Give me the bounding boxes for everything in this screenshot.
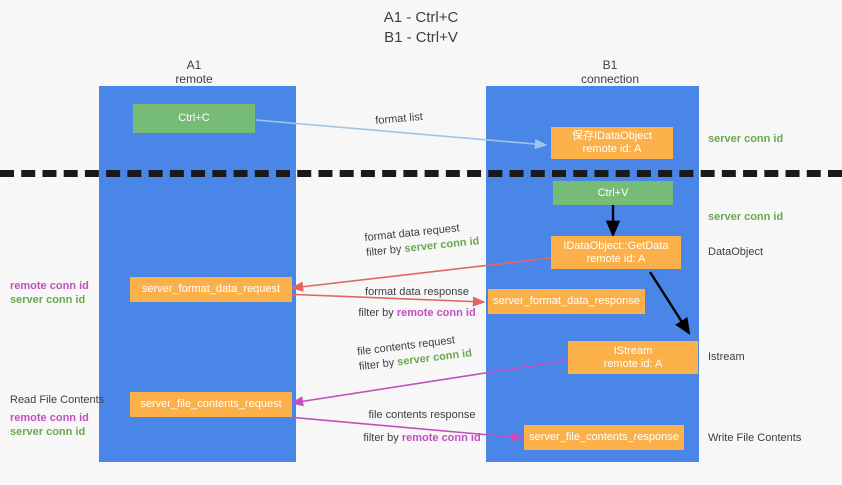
box-server-format-data-response[interactable]: server_format_data_response	[488, 289, 645, 314]
left-label-server-conn-id-upper: server conn id	[10, 294, 86, 306]
column-a1-role: remote	[175, 72, 213, 86]
box-istream-line2: remote id: A	[603, 357, 663, 370]
box-idataobject-getdata-line1: IDataObject::GetData	[563, 239, 669, 252]
box-ctrl-v-label: Ctrl+V	[597, 186, 629, 199]
edge-label-format-list: format list	[375, 110, 424, 129]
phase-divider	[0, 170, 842, 177]
edge-label-format-data-response-line1: format data response	[365, 286, 469, 298]
filter-by-prefix: filter by	[358, 356, 398, 374]
edge-label-file-contents-response: file contents response filter by remote …	[347, 408, 497, 446]
edge-label-format-list-text: format list	[374, 110, 424, 128]
box-save-idataobject-line2: remote id: A	[582, 143, 642, 155]
edge-label-file-contents-response-line2: filter by remote conn id	[347, 431, 497, 446]
left-label-read-file-contents: Read File Contents	[10, 394, 105, 406]
column-b1-role: connection	[580, 72, 640, 86]
box-istream-line1: IStream	[613, 344, 653, 357]
column-header-a1: A1 remote	[94, 58, 294, 86]
box-save-idataobject[interactable]: 保存IDataObject remote id: A	[551, 127, 673, 159]
box-server-format-data-response-label: server_format_data_response	[493, 295, 640, 307]
edge-label-format-data-response-line2: filter by remote conn id	[337, 306, 497, 321]
box-server-file-contents-response-label: server_file_contents_response	[529, 431, 679, 443]
left-label-remote-conn-id-upper: remote conn id	[10, 280, 89, 292]
filter-key-remote-conn-id: remote conn id	[401, 432, 481, 444]
diagram-title: A1 - Ctrl+C B1 - Ctrl+V	[0, 8, 842, 48]
edge-label-format-data-request: format data request filter by server con…	[364, 219, 480, 261]
filter-by-prefix: filter by	[363, 432, 402, 444]
filter-key-remote-conn-id: remote conn id	[396, 307, 476, 319]
column-b1-name: B1	[602, 58, 618, 72]
box-ctrl-v[interactable]: Ctrl+V	[553, 181, 673, 205]
box-istream[interactable]: IStream remote id: A	[568, 341, 698, 374]
right-label-istream: Istream	[708, 351, 745, 363]
box-idataobject-getdata[interactable]: IDataObject::GetData remote id: A	[551, 236, 681, 269]
box-server-file-contents-response[interactable]: server_file_contents_response	[524, 425, 684, 450]
box-ctrl-c[interactable]: Ctrl+C	[133, 104, 255, 133]
edge-label-file-contents-response-line1: file contents response	[368, 409, 476, 421]
box-idataobject-getdata-line2: remote id: A	[586, 252, 646, 265]
box-save-idataobject-line1: 保存IDataObject	[571, 130, 653, 142]
right-label-server-conn-id-top: server conn id	[708, 133, 784, 145]
filter-by-prefix: filter by	[358, 307, 397, 319]
left-label-remote-conn-id-lower: remote conn id	[10, 412, 89, 424]
box-ctrl-c-label: Ctrl+C	[178, 112, 210, 124]
filter-by-prefix: filter by	[365, 243, 406, 260]
box-server-file-contents-request-label: server_file_contents_request	[140, 398, 282, 410]
box-server-file-contents-request[interactable]: server_file_contents_request	[130, 392, 292, 417]
edge-label-file-contents-request: file contents request filter by server c…	[356, 331, 473, 375]
left-label-server-conn-id-lower: server conn id	[10, 426, 86, 438]
right-label-server-conn-id-mid: server conn id	[708, 211, 784, 223]
edge-label-format-data-response: format data response filter by remote co…	[337, 285, 497, 321]
box-server-format-data-request[interactable]: server_format_data_request	[130, 277, 292, 302]
column-header-b1: B1 connection	[510, 58, 710, 86]
title-line-1: A1 - Ctrl+C	[383, 9, 459, 26]
right-label-write-file-contents: Write File Contents	[708, 432, 802, 444]
title-line-2: B1 - Ctrl+V	[384, 29, 458, 46]
column-a1-name: A1	[186, 58, 202, 72]
right-label-dataobject: DataObject	[708, 246, 764, 258]
box-server-format-data-request-label: server_format_data_request	[141, 283, 281, 295]
